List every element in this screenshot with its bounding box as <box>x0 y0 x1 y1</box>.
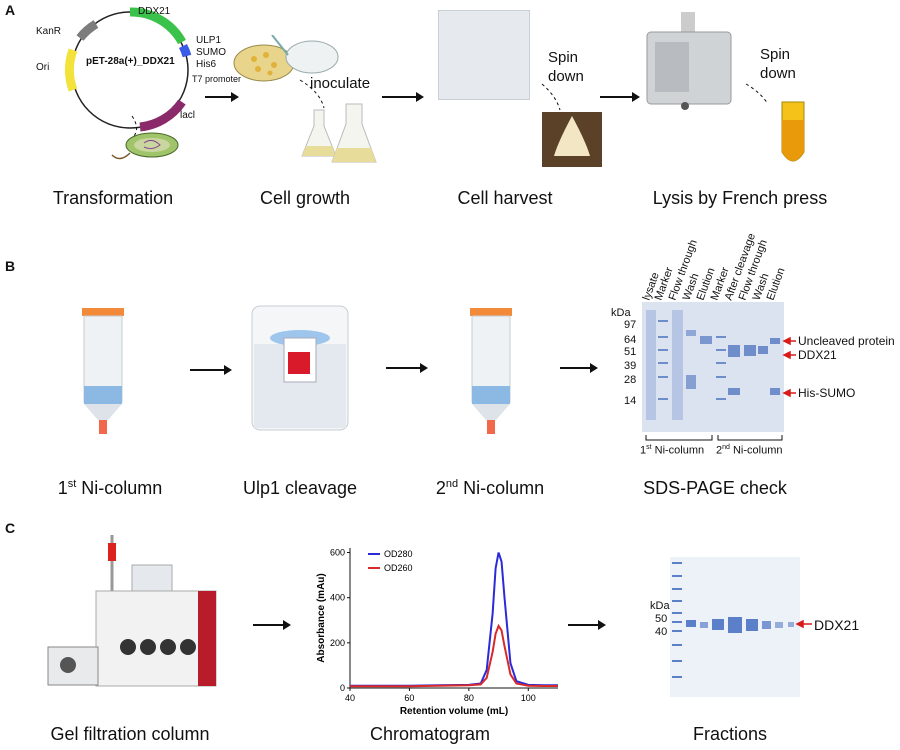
panel-label-a: A <box>5 2 16 18</box>
plasmid-map: DDX21 KanR ULP1 SUMO His6 T7 promoter Or… <box>30 2 241 162</box>
plasmid-label-ddx21: DDX21 <box>138 6 171 17</box>
chart-x-tick-label: 80 <box>464 693 474 703</box>
caption-cell-growth: Cell growth <box>259 188 351 208</box>
panel-label-b: B <box>5 258 16 274</box>
annotation-his-sumo: His-SUMO <box>798 386 856 400</box>
gel-b-marker-14: 14 <box>624 395 637 407</box>
group-label-2nd-ni-column: 2nd Ni-column <box>716 444 783 457</box>
arrow-b2 <box>386 363 428 373</box>
chart-legend-label-od260: OD260 <box>384 563 413 573</box>
group-label-1st-ni-column: 1st Ni-column <box>640 444 705 457</box>
plasmid-label-ulp1: ULP1 <box>196 35 222 46</box>
arrow-c2 <box>568 620 606 630</box>
sds-page-gel <box>642 302 784 432</box>
chart-x-axis-label: Retention volume (mL) <box>400 706 508 717</box>
caption-cell-harvest: Cell harvest <box>457 188 553 208</box>
arrow-b1 <box>190 365 232 375</box>
gel-filtration-instrument-illustration <box>40 535 220 695</box>
chart-x-tick-label: 100 <box>521 693 536 703</box>
gel-c-kda-label: kDa <box>650 600 670 612</box>
caption-transformation: Transformation <box>52 188 174 208</box>
caption-gel-filtration-column: Gel filtration column <box>50 724 210 744</box>
centrifuge-illustration <box>438 10 530 100</box>
cell-pellet-illustration <box>542 112 602 167</box>
plasmid-label-ori: Ori <box>36 62 50 73</box>
caption-chromatogram: Chromatogram <box>369 724 491 744</box>
caption-lysis: Lysis by French press <box>652 188 828 208</box>
ulp1-beaker-illustration <box>248 300 352 435</box>
gel-b-marker-39: 39 <box>624 360 637 372</box>
chart-y-tick-label: 200 <box>330 638 345 648</box>
arrow-a3 <box>600 92 640 102</box>
spin-down-label-1: Spin down <box>548 49 584 85</box>
plasmid-label-sumo: SUMO <box>196 47 226 58</box>
ni-column-1-illustration <box>78 308 128 448</box>
chart-series-line-od260 <box>350 623 558 688</box>
plasmid-name: pET-28a(+)_DDX21 <box>86 56 175 67</box>
caption-fractions: Fractions <box>692 724 768 744</box>
gel-b-marker-28: 28 <box>624 374 637 386</box>
french-press-illustration <box>645 12 735 112</box>
arrow-c1 <box>253 620 291 630</box>
lysate-tube-illustration <box>778 100 808 170</box>
spin-down-label-2: Spin down <box>760 46 796 82</box>
plasmid-label-lacl: lacl <box>180 110 196 121</box>
chart-x-tick-label: 60 <box>404 693 414 703</box>
annotation-ddx21-c: DDX21 <box>814 617 860 633</box>
caption-ulp1-cleavage: Ulp1 cleavage <box>242 478 358 498</box>
gel-b-marker-64: 64 <box>624 334 637 346</box>
gel-b-kda-label: kDa <box>611 307 631 319</box>
plasmid-label-kanr: KanR <box>36 26 62 37</box>
chart-y-tick-label: 400 <box>330 593 345 603</box>
ni-column-2-illustration <box>466 308 516 448</box>
chart-x-tick-label: 40 <box>345 693 355 703</box>
gel-c-marker-50: 50 <box>655 613 668 625</box>
chart-y-tick-label: 600 <box>330 548 345 558</box>
plasmid-label-t7: T7 promoter <box>192 74 242 84</box>
fractions-gel <box>670 557 800 697</box>
arrow-a1 <box>205 92 239 102</box>
gel-b-marker-51: 51 <box>624 346 637 358</box>
chart-series-line-od280 <box>350 552 558 687</box>
plasmid-label-his6: His6 <box>196 59 217 70</box>
bacterium-illustration <box>110 125 190 165</box>
flasks-illustration <box>300 98 380 168</box>
chart-legend-label-od280: OD280 <box>384 549 413 559</box>
caption-2nd-ni-column: 2nd Ni-column <box>435 478 545 498</box>
chart-y-axis-label: Absorbance (mAu) <box>316 573 327 662</box>
gel-b-marker-97: 97 <box>624 319 637 331</box>
arrow-a2 <box>382 92 424 102</box>
caption-1st-ni-column: 1st Ni-column <box>57 478 163 498</box>
gel-c-marker-40: 40 <box>655 626 668 638</box>
inoculate-label: inoculate <box>310 75 371 92</box>
chart-y-tick-label: 0 <box>340 683 345 693</box>
petri-dish-illustration <box>232 35 342 85</box>
annotation-uncleaved-protein: Uncleaved protein <box>798 334 895 348</box>
caption-sds-page-check: SDS-PAGE check <box>643 478 787 498</box>
arrow-b3 <box>560 363 598 373</box>
panel-label-c: C <box>5 520 16 536</box>
annotation-ddx21-b: DDX21 <box>798 348 837 362</box>
